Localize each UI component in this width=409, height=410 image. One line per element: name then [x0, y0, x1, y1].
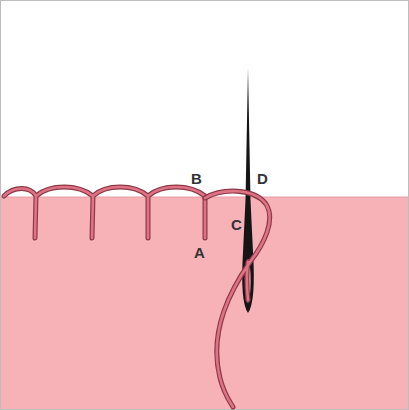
stitch-thread: [4, 187, 205, 238]
thread-outline: [205, 191, 270, 407]
working-thread: [205, 191, 270, 407]
stitch-outline: [4, 187, 205, 238]
stitches: [4, 187, 205, 238]
point-label: D: [257, 171, 268, 186]
point-label: A: [194, 245, 205, 260]
thread: [205, 191, 270, 407]
point-label: C: [231, 217, 242, 232]
point-label: B: [191, 171, 202, 186]
